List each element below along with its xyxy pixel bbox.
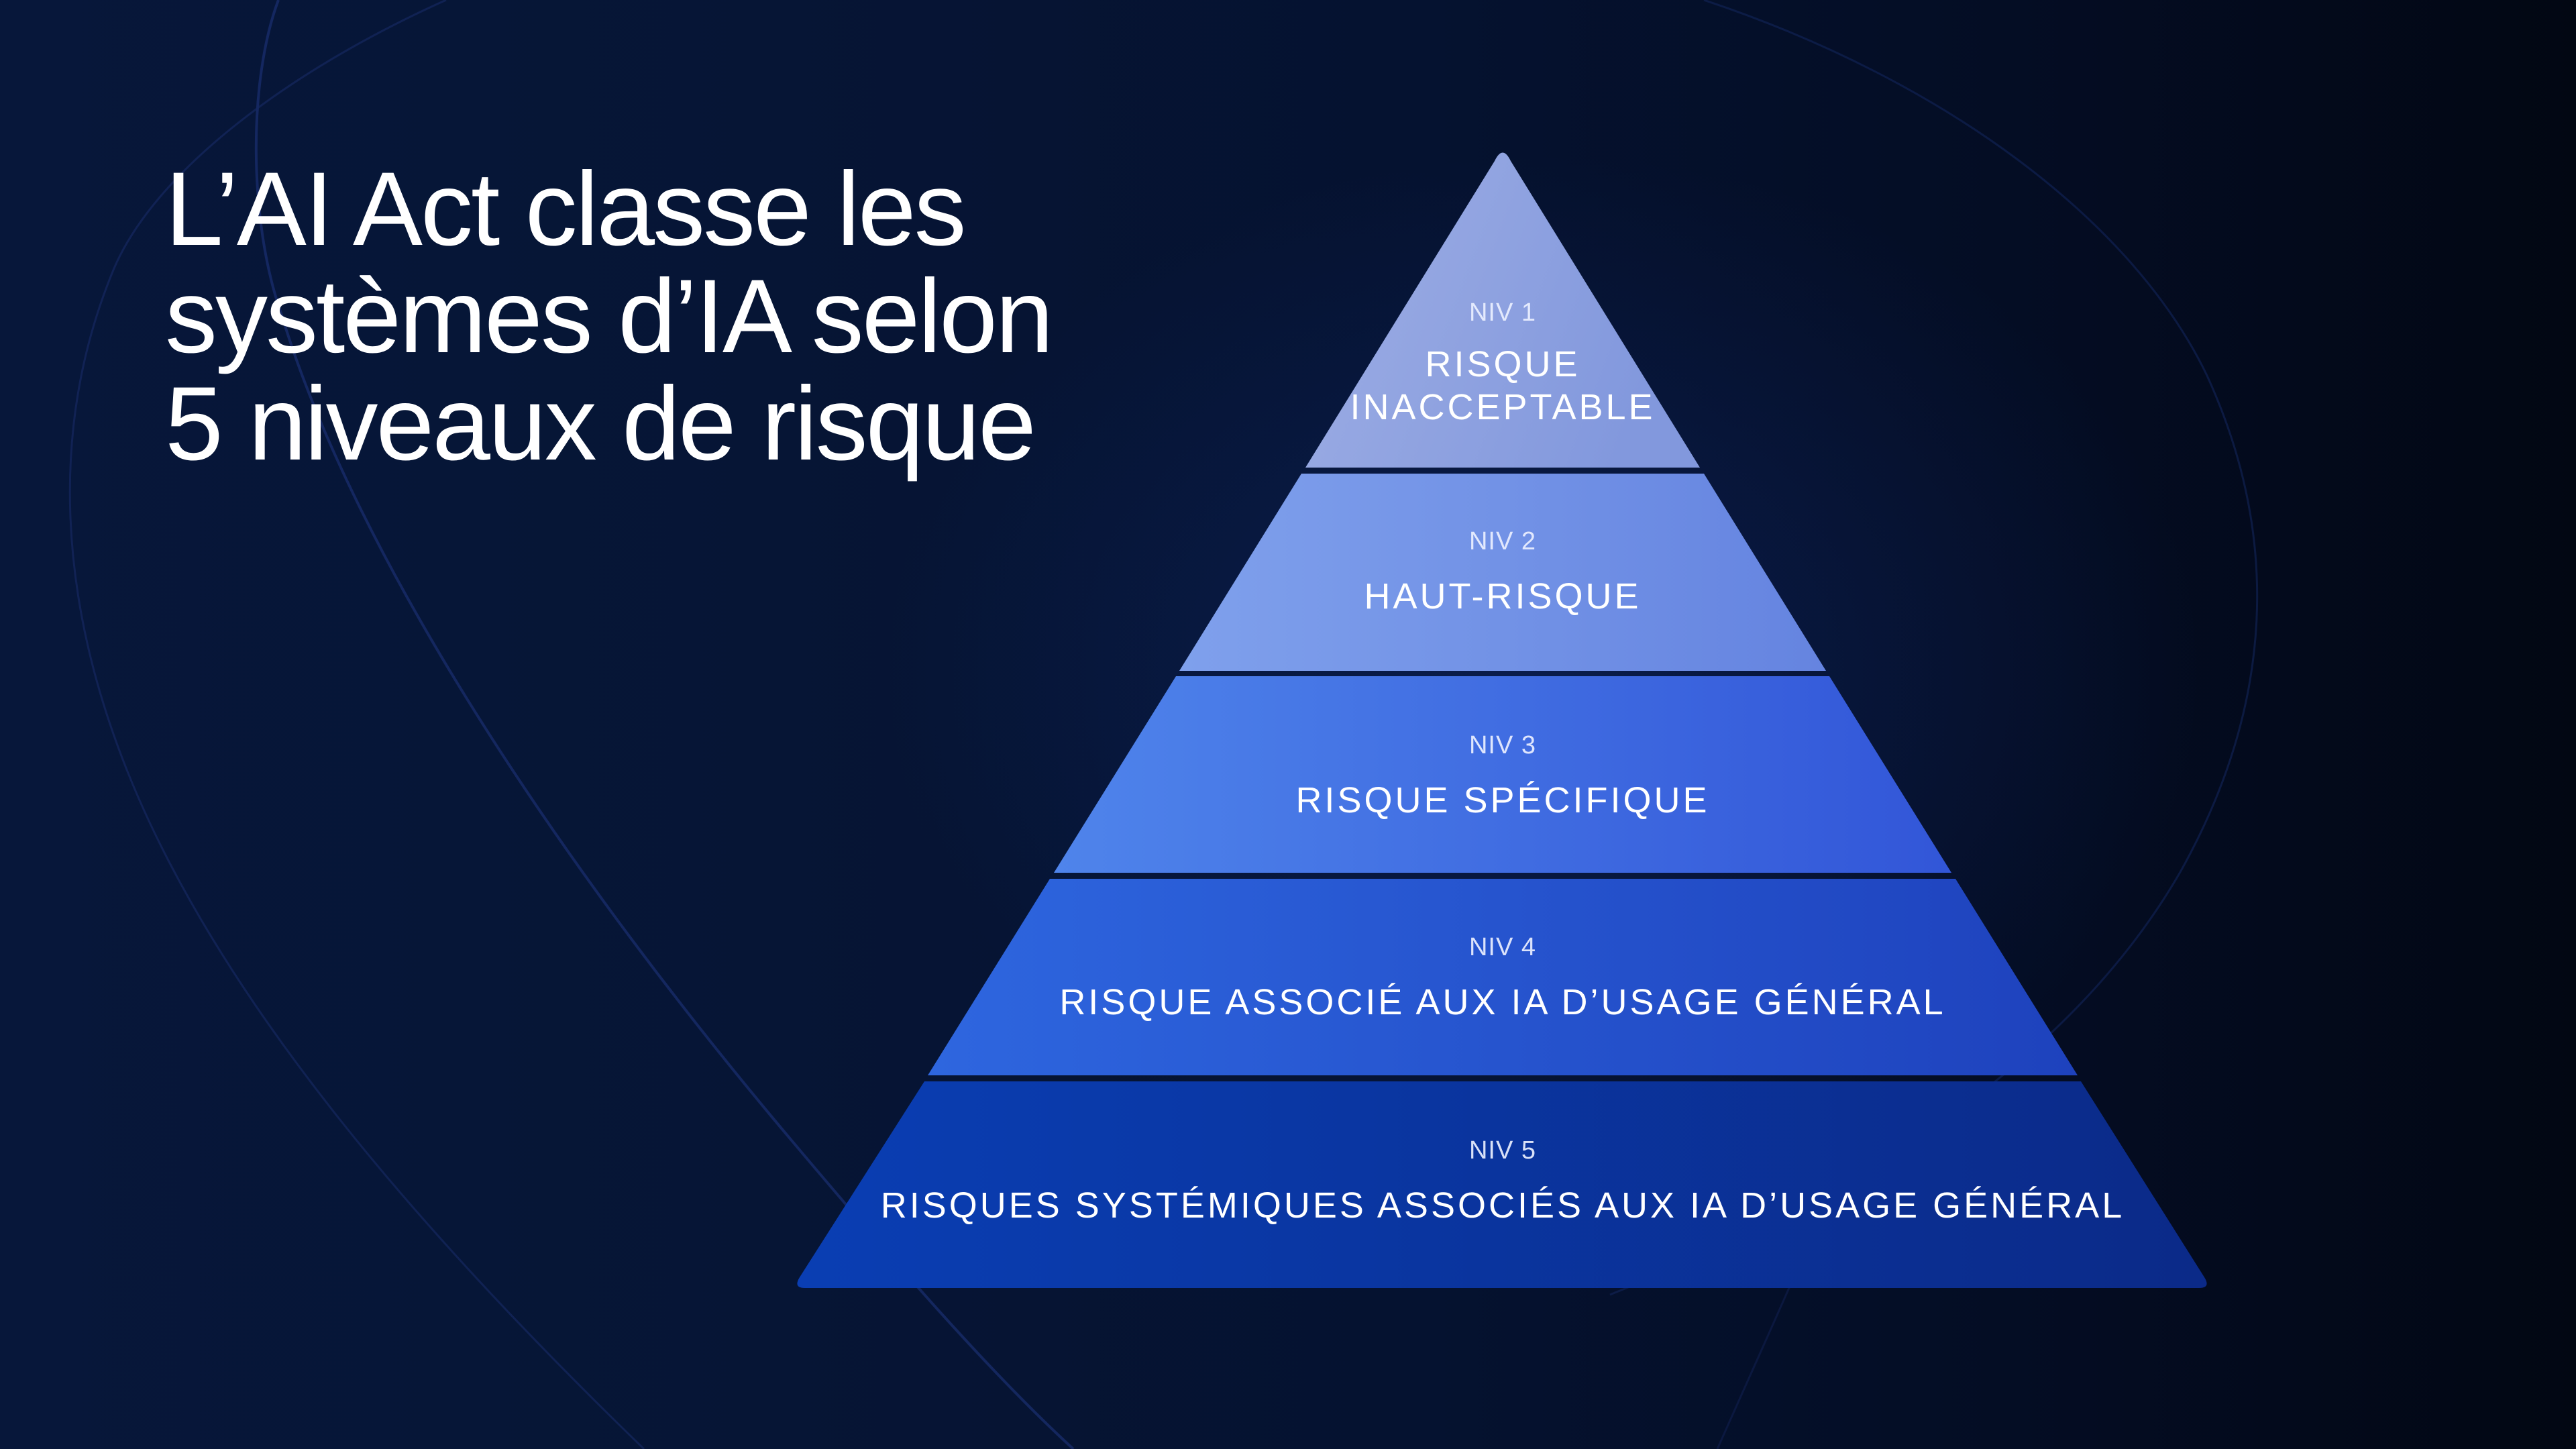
level-5-name: RISQUES SYSTÉMIQUES ASSOCIÉS AUX IA D’US… [880,1185,2125,1226]
level-3-name: RISQUE SPÉCIFIQUE [1295,780,1710,820]
pyramid-level-2 [1179,474,1826,671]
pyramid-level-4 [928,879,2078,1075]
level-5-niv: NIV 5 [1468,1136,1537,1165]
level-3-niv: NIV 3 [1468,731,1537,759]
title-line-1: L’AI Act classe les [165,151,967,268]
level-2-name: HAUT-RISQUE [1364,576,1642,616]
level-1-name-line-1: RISQUE [1425,344,1580,384]
level-4-name: RISQUE ASSOCIÉ AUX IA D’USAGE GÉNÉRAL [1059,982,1946,1022]
level-1-niv: NIV 1 [1468,299,1537,327]
level-1-name-line-2: INACCEPTABLE [1350,387,1656,427]
level-2-niv: NIV 2 [1468,527,1537,555]
pyramid-level-3 [1054,676,1951,873]
level-4-niv: NIV 4 [1468,933,1537,961]
title-line-3: 5 niveaux de risque [165,366,1036,482]
slide-title: L’AI Act classe les systèmes d’IA selon … [165,151,1054,482]
title-line-2: systèmes d’IA selon [165,258,1054,375]
pyramid-level-5 [797,1081,2207,1288]
pyramid-level-1 [1305,152,1700,468]
